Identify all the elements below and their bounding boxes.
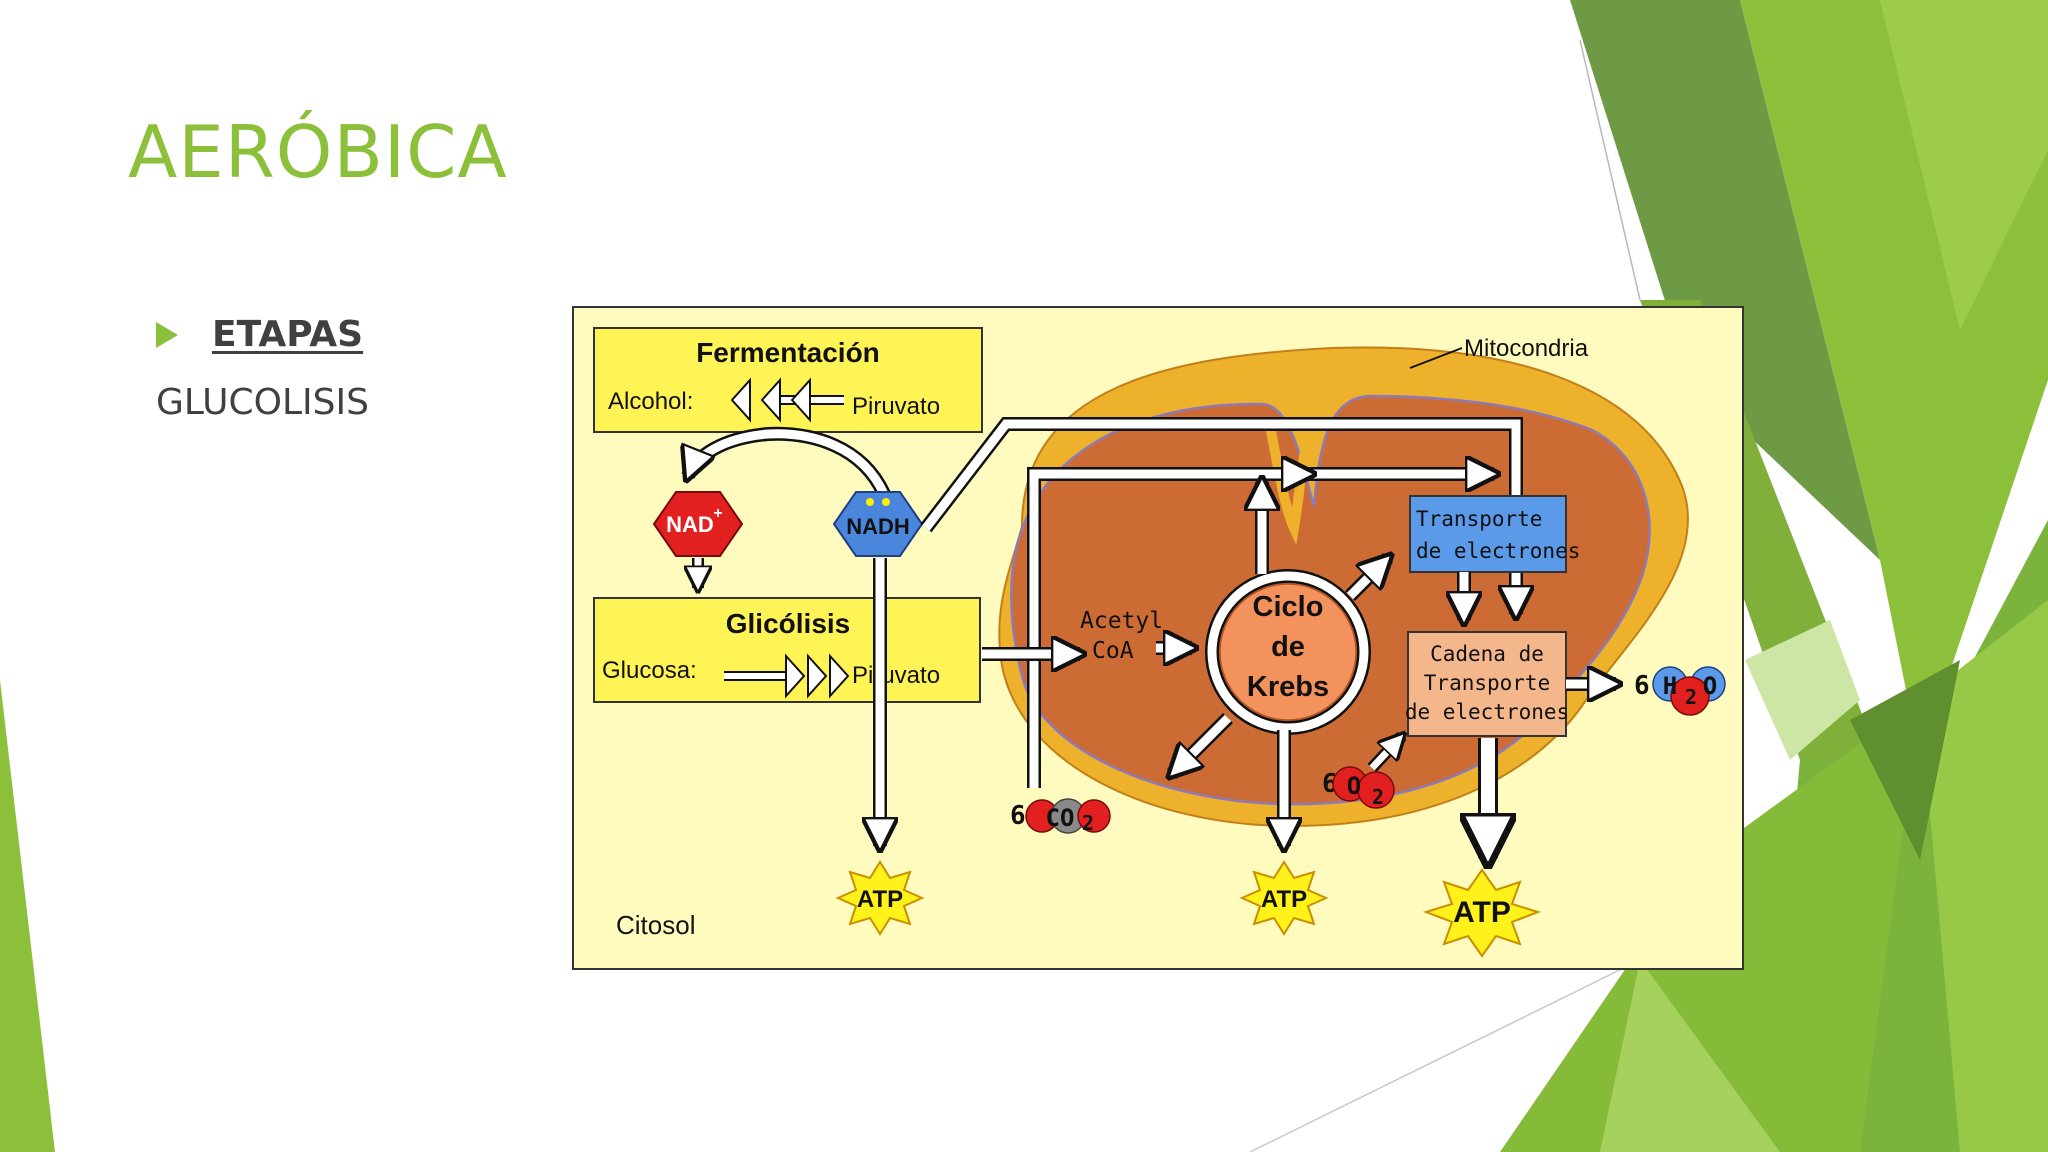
co2-molecule: 6 CO 2 <box>1010 798 1111 835</box>
thin-line <box>1249 959 1641 1152</box>
green-shard <box>1880 0 2048 330</box>
o2-label: O <box>1347 772 1361 800</box>
krebs-transport-arrow-fill <box>1346 558 1388 600</box>
bullet-triangle-icon <box>156 321 178 348</box>
transport-line2: de electrones <box>1416 539 1580 563</box>
electron-dot <box>882 498 890 506</box>
co2-count: 6 <box>1010 801 1026 831</box>
bullet-item: ETAPAS <box>156 314 363 355</box>
nad-cycle-arrow-fill <box>688 429 889 496</box>
slide-title: AERÓBICA <box>128 110 508 194</box>
h2o-h: H <box>1663 672 1677 700</box>
glycolysis-glucosa: Glucosa: <box>602 657 697 684</box>
nadh-badge: NADH <box>832 491 924 557</box>
green-shard <box>1850 660 1960 860</box>
nad-label: NAD <box>666 512 714 537</box>
krebs-line2: de <box>1271 631 1305 663</box>
krebs-line3: Krebs <box>1247 671 1329 703</box>
o2-sub: 2 <box>1372 785 1384 809</box>
o2-molecule: 6 O 2 <box>1322 766 1395 809</box>
mitochondria-pointer <box>1409 347 1463 369</box>
green-shard <box>0 680 55 1152</box>
atp-label: ATP <box>857 886 903 913</box>
h2o-o: O <box>1703 672 1717 700</box>
co2-label: CO <box>1046 804 1075 832</box>
fermentation-alcohol: Alcohol: <box>608 388 693 415</box>
green-shard <box>1745 620 1860 760</box>
nad-badge: NAD + <box>652 491 744 557</box>
h2o-count: 6 <box>1634 671 1650 701</box>
bullet-text: ETAPAS <box>212 314 364 355</box>
atp-label: ATP <box>1453 896 1511 929</box>
fermentation-piruvato: Piruvato <box>852 393 940 420</box>
h2o-sub: 2 <box>1685 685 1697 709</box>
inner-pipeline-arrow-fill <box>1029 474 1494 788</box>
glycolysis-piruvato: Piruvato <box>852 662 940 689</box>
transport-rect <box>1409 495 1567 573</box>
chain-line1: Cadena de <box>1430 642 1544 666</box>
krebs-cycle: Ciclo de Krebs <box>1205 569 1371 735</box>
coa-label: CoA <box>1092 638 1134 664</box>
krebs-line1: Ciclo <box>1253 591 1324 623</box>
chain-line3: de electrones <box>1405 700 1569 724</box>
h2o-molecule: 6 H 2 O <box>1634 666 1726 716</box>
nad-plus: + <box>713 505 722 522</box>
acetyl-label: Acetyl <box>1080 608 1163 634</box>
krebs-co2-arrow-fill <box>1172 714 1232 774</box>
fermentation-title: Fermentación <box>696 337 880 368</box>
respiration-diagram: Fermentación Alcohol: Piruvato Glicólisi… <box>572 306 1744 970</box>
transport-box: Transporte de electrones <box>1409 495 1580 573</box>
atp-burst-glycolysis: ATP <box>835 860 925 936</box>
glycolysis-arrows <box>724 653 850 699</box>
atp-burst-krebs: ATP <box>1239 860 1329 936</box>
chain-line2: Transporte <box>1424 671 1550 695</box>
cytosol-label: Citosol <box>616 910 695 940</box>
glycolysis-box: Glicólisis Glucosa: Piruvato <box>593 597 981 703</box>
o2-count: 6 <box>1322 769 1338 799</box>
green-shard <box>1600 960 1780 1152</box>
electron-dot <box>866 498 874 506</box>
nadh-label: NADH <box>846 514 910 539</box>
green-shard <box>1920 600 2048 1152</box>
mitochondria-label: Mitocondria <box>1464 335 1589 362</box>
transport-line1: Transporte <box>1416 507 1542 531</box>
bullet-subtext: GLUCOLISIS <box>156 382 369 423</box>
thin-line <box>1579 39 1641 301</box>
fermentation-box: Fermentación Alcohol: Piruvato <box>593 327 983 433</box>
glycolysis-title: Glicólisis <box>726 608 851 639</box>
atp-label: ATP <box>1261 886 1307 913</box>
chain-rect <box>1407 631 1567 737</box>
co2-sub: 2 <box>1082 811 1094 835</box>
electron-chain-box: Cadena de Transporte de electrones <box>1405 631 1569 737</box>
green-shard <box>1570 0 1880 560</box>
fermentation-arrows <box>730 377 844 423</box>
atp-burst-chain: ATP <box>1422 868 1542 958</box>
o2-chain-arrow-fill <box>1369 736 1402 771</box>
